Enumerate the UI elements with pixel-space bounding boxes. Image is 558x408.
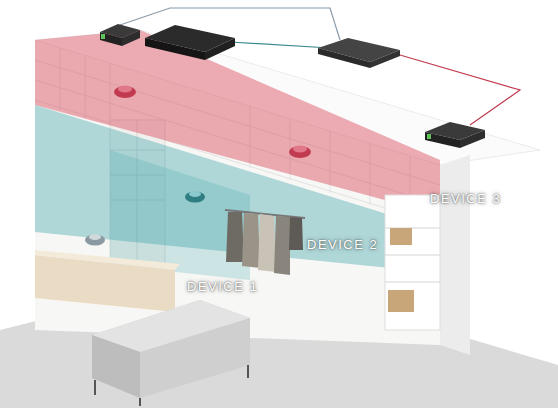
right-shelving — [385, 195, 440, 330]
wires — [120, 8, 520, 125]
sofa — [92, 300, 250, 406]
clothes-rack — [225, 210, 305, 275]
device-label: DEVICE 1 — [185, 278, 260, 295]
device-label: DEVICE 3 — [428, 190, 503, 207]
device-label: DEVICE 2 — [305, 236, 380, 253]
counter — [35, 250, 180, 312]
sensors — [85, 86, 311, 246]
network-devices — [100, 24, 485, 148]
wall-end — [440, 155, 470, 355]
